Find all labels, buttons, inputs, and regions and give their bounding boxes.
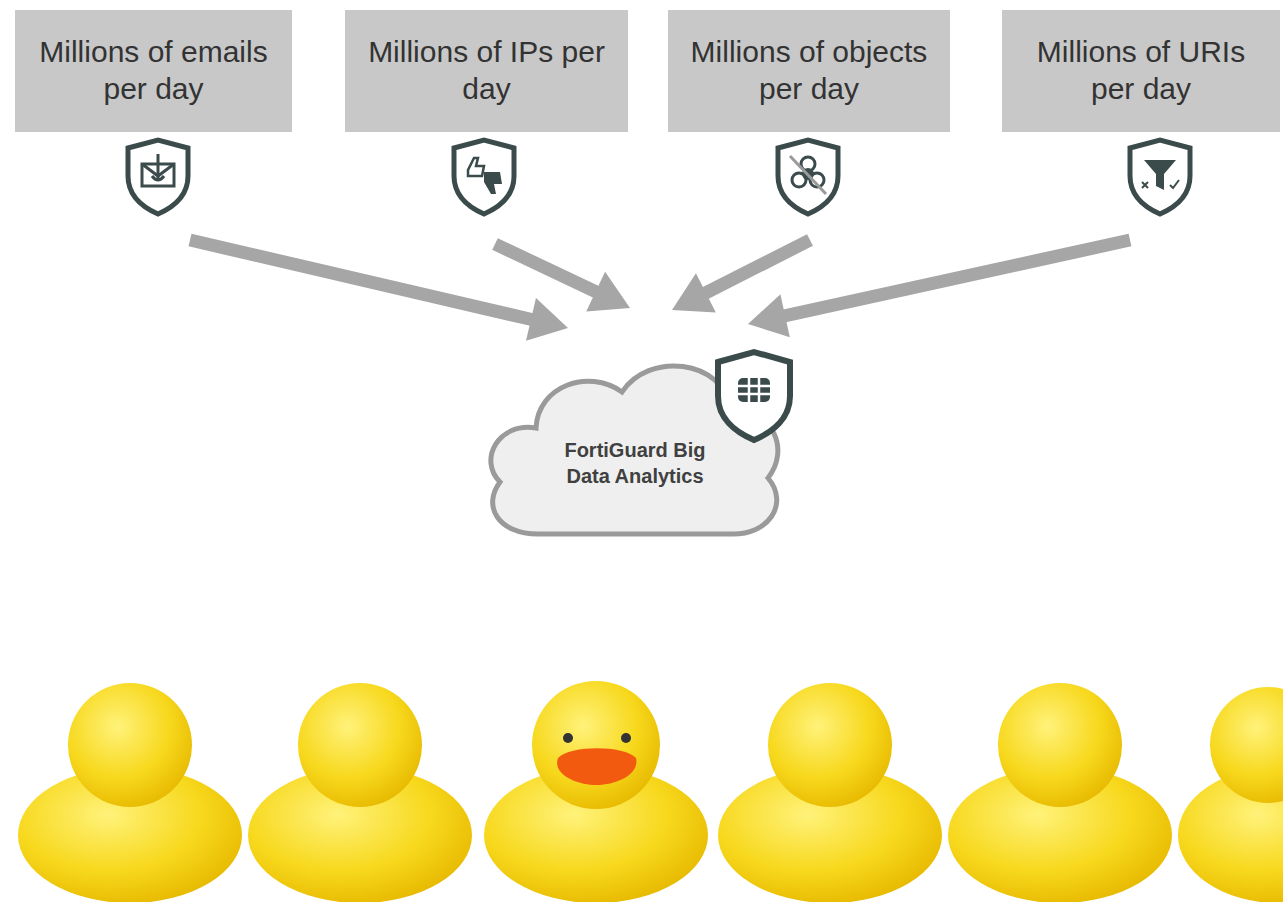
source-box: Millions of emails per day (15, 10, 292, 132)
arrowhead (586, 272, 630, 312)
thumb-up-glyph (468, 158, 484, 176)
shield-outline (778, 140, 838, 214)
biohazard-glyph (792, 173, 806, 187)
duck-head (768, 683, 892, 807)
antivirus-shield-icon (778, 140, 838, 214)
source-box: Millions of objects per day (668, 10, 950, 132)
cloud-node: FortiGuard Big Data Analytics (476, 338, 794, 540)
duck-back (718, 683, 942, 902)
thumb-down-glyph (484, 172, 502, 194)
duck-head (1210, 687, 1283, 803)
arrow-shaft (781, 240, 1130, 317)
web-filter-shield-icon (1130, 140, 1190, 214)
duck-beak (557, 748, 636, 785)
strike-glyph (790, 156, 826, 194)
arrowhead (672, 273, 716, 312)
duck-back (1178, 687, 1283, 902)
duck-head (298, 683, 422, 807)
duck-front (484, 681, 708, 902)
flow-arrow (495, 244, 630, 312)
duck-eye (621, 733, 631, 743)
arrow-shaft (702, 240, 810, 295)
box-label: Millions of objects per day (680, 34, 938, 107)
ip-reputation-shield-icon (454, 140, 514, 214)
shield-outline (718, 352, 790, 440)
source-box: Millions of URIs per day (1002, 10, 1280, 132)
duck-eye (563, 733, 573, 743)
box-label: Millions of IPs per day (357, 34, 616, 107)
arrowhead (748, 294, 790, 337)
duck-back (948, 683, 1172, 902)
source-box: Millions of IPs per day (345, 10, 628, 132)
flow-arrow (672, 240, 810, 312)
flow-arrow (748, 240, 1130, 337)
fortinet-shield-icon (718, 352, 790, 440)
shield-outline (1130, 140, 1190, 214)
duck-back (248, 683, 472, 902)
fortinet-logo-glyph (738, 378, 770, 402)
arrowhead (526, 298, 568, 341)
arrow-shaft (495, 244, 599, 293)
cloud-shape (491, 366, 778, 534)
box-label: Millions of emails per day (27, 34, 280, 107)
cloud-label: FortiGuard Big Data Analytics (546, 437, 725, 489)
arrow-shaft (190, 240, 535, 320)
shield-outline (128, 140, 188, 214)
fortinet-logo-glyph (738, 378, 770, 402)
shield-outline (454, 140, 514, 214)
cross-glyph (1142, 182, 1148, 188)
duck-back (18, 683, 242, 902)
box-label: Millions of URIs per day (1014, 34, 1268, 107)
check-glyph (1170, 180, 1179, 188)
duck-head (532, 681, 660, 809)
duck-head (998, 683, 1122, 807)
email-shield-icon (128, 140, 188, 214)
duck-head (68, 683, 192, 807)
hook-glyph (152, 154, 164, 180)
